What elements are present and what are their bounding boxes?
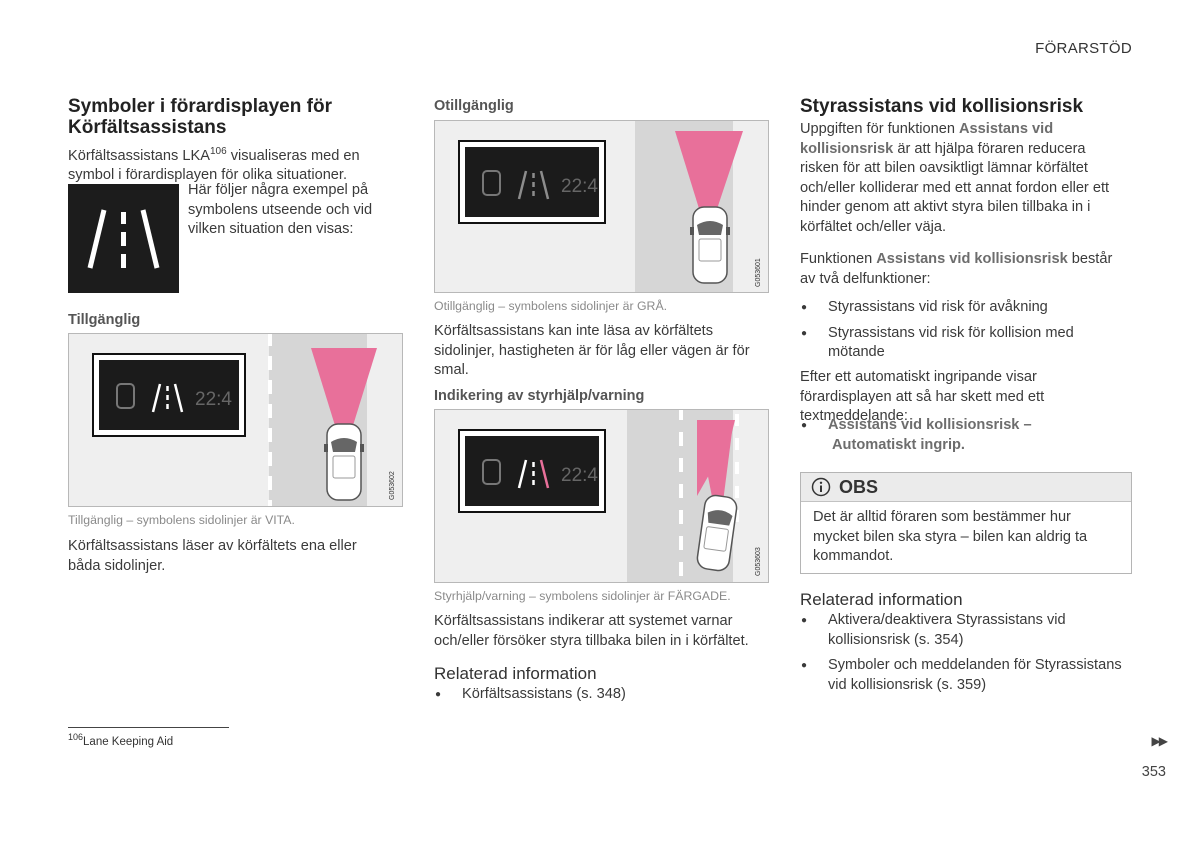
caption-warning: Styrhjälp/varning – symbolens sidolinjer… <box>434 589 731 603</box>
car-icon <box>696 494 738 572</box>
lane-lines-icon <box>87 209 160 269</box>
message-list: Assistans vid kollisionsrisk – Automatis… <box>800 416 1130 455</box>
display-message: Assistans vid kollisionsrisk – Automatis… <box>800 416 1130 455</box>
intro-text-b: visualiseras med en symbol i förardispla… <box>68 147 360 184</box>
footnote-divider <box>68 727 229 728</box>
related-heading-3: Relaterad information <box>800 590 963 609</box>
section-header: FÖRARSTÖD <box>1035 40 1132 57</box>
related-link[interactable]: Körfältsassistans (s. 348) <box>434 685 764 705</box>
obs-header: OBS <box>801 473 1131 502</box>
text-available: Körfältsassistans läser av körfältets en… <box>68 538 357 574</box>
paragraph-2: Funktionen Assistans vid kollisionsrisk … <box>800 251 1113 287</box>
section-title: Styrassistans vid kollisionsrisk <box>800 96 1084 117</box>
figure-warning: 22:4 G053603 <box>434 409 769 583</box>
svg-text:G053601: G053601 <box>755 258 762 287</box>
title-line-2: Körfältsassistans <box>68 117 227 138</box>
related-list-2: Körfältsassistans (s. 348) <box>434 685 764 705</box>
continue-arrow-icon: ▶▶ <box>1151 734 1169 748</box>
text-warning: Körfältsassistans indikerar att systemet… <box>434 613 749 649</box>
page-number: 353 <box>1141 764 1166 780</box>
paragraph-1: Uppgiften för funktionen Assistans vid k… <box>800 121 1110 235</box>
svg-text:22:4: 22:4 <box>561 465 598 486</box>
car-icon <box>690 206 730 284</box>
list-item: Styrassistans vid risk för kollision med… <box>800 324 1130 363</box>
list-item: Styrassistans vid risk för avåkning <box>800 298 1130 318</box>
intro-paragraph: Körfältsassistans LKA106 visualiseras me… <box>68 142 388 186</box>
subheading-available: Tillgänglig <box>68 312 141 328</box>
related-link[interactable]: Aktivera/deaktivera Styrassistans vid ko… <box>800 611 1132 650</box>
highlight-term: Assistans vid kollisionsrisk <box>876 251 1068 267</box>
intro-text-a: Körfältsassistans LKA <box>68 147 210 164</box>
obs-text: Det är alltid föraren som bestämmer hur … <box>813 509 1088 564</box>
subheading-warning: Indikering av styrhjälp/varning <box>434 388 645 404</box>
footnote-ref[interactable]: 106 <box>209 146 227 157</box>
title-line-1: Symboler i förardisplayen för <box>68 96 332 117</box>
related-list-3: Aktivera/deaktivera Styrassistans vid ko… <box>800 611 1132 695</box>
related-heading-2: Relaterad information <box>434 664 597 683</box>
caption-available: Tillgänglig – symbolens sidolinjer är VI… <box>68 513 295 527</box>
related-link[interactable]: Symboler och meddelanden för Styrassista… <box>800 656 1132 695</box>
highlight-term: Assistans vid kollisionsrisk <box>800 121 1054 157</box>
obs-title: OBS <box>839 476 879 497</box>
obs-note-box: OBS Det är alltid föraren som bestämmer … <box>800 472 1132 574</box>
page-title: Symboler i förardisplayen för Körfältsas… <box>68 96 388 138</box>
caption-unavailable: Otillgänglig – symbolens sidolinjer är G… <box>434 299 668 313</box>
svg-text:G053602: G053602 <box>389 471 396 500</box>
svg-text:G053603: G053603 <box>755 547 762 576</box>
figure-unavailable: 22:4 G053601 <box>434 120 769 293</box>
car-icon <box>324 423 364 501</box>
figure-available: 22:4 G053602 <box>68 333 403 507</box>
subheading-unavailable: Otillgänglig <box>434 98 514 114</box>
svg-text:22:4: 22:4 <box>195 389 232 410</box>
info-icon <box>811 477 831 497</box>
lka-symbol-image <box>68 184 179 293</box>
text-unavailable: Körfältsassistans kan inte läsa av körfä… <box>434 323 750 378</box>
side-text: Här följer några exempel på symbolens ut… <box>188 182 373 237</box>
footnote: 106Lane Keeping Aid <box>68 732 174 748</box>
subfunction-list: Styrassistans vid risk för avåkning Styr… <box>800 298 1130 363</box>
svg-text:22:4: 22:4 <box>561 176 598 197</box>
